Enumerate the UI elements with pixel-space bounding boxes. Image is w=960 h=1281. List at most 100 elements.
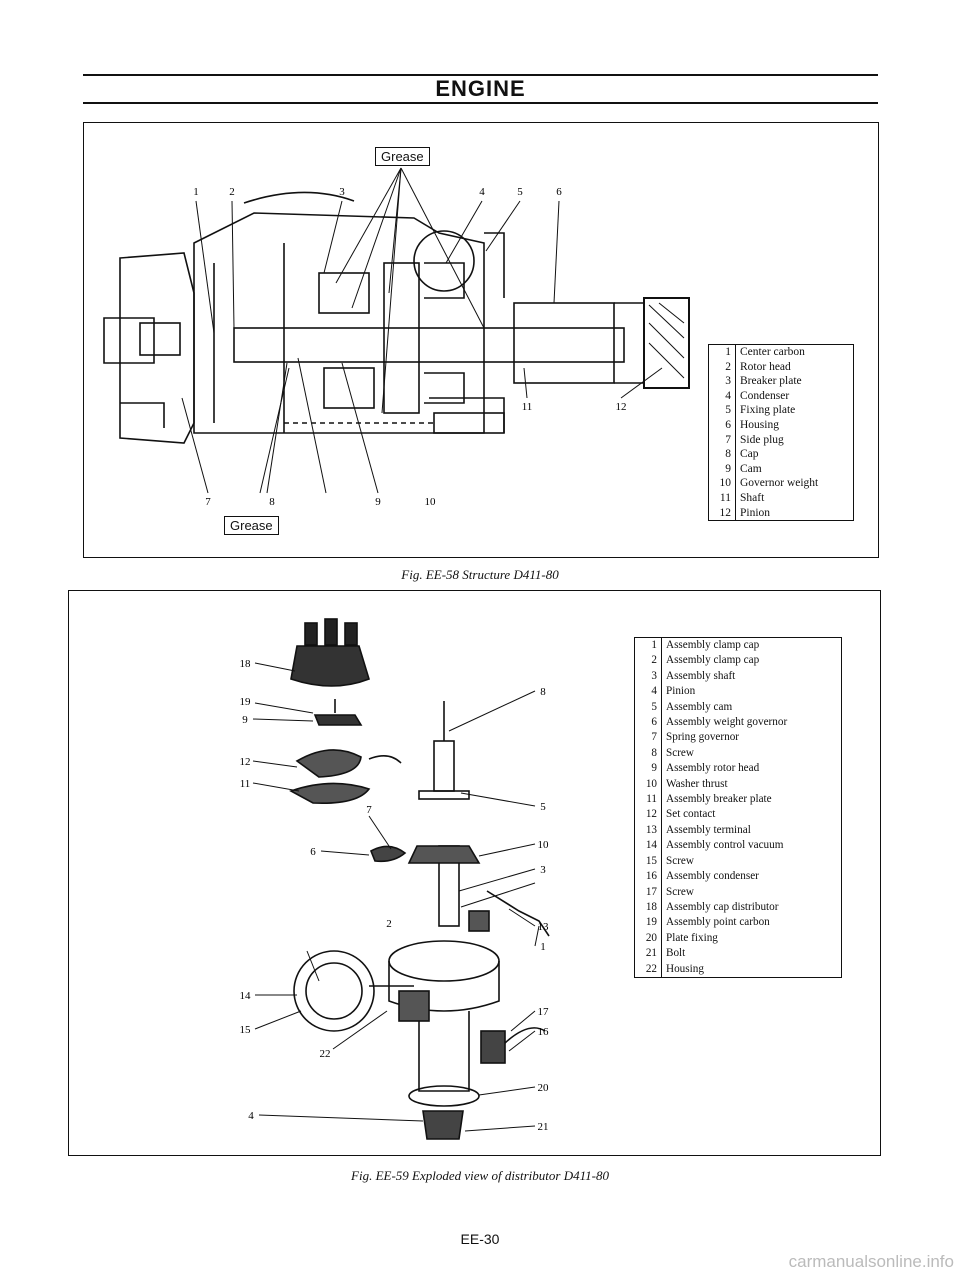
structure-drawing: 1 2 3 4 5 6 7 8 9 10 11 12 (103, 167, 690, 508)
legend-number: 9 (634, 761, 662, 777)
legend-label: Breaker plate (740, 375, 802, 388)
callout-9: 9 (242, 714, 248, 726)
legend-label: Screw (666, 885, 694, 898)
legend-number: 3 (708, 374, 736, 389)
legend-row: 13 Assembly terminal (634, 822, 842, 839)
callout-4: 4 (479, 186, 485, 198)
callout-2: 2 (229, 186, 235, 198)
legend-label: Assembly shaft (666, 669, 736, 682)
legend-label: Housing (740, 418, 779, 431)
legend-label: Assembly rotor head (666, 762, 760, 775)
callout-1: 1 (193, 186, 199, 198)
figure-caption-structure: Fig. EE-58 Structure D411-80 (401, 567, 559, 582)
legend-label: Cap (740, 448, 759, 461)
legend-number: 8 (634, 745, 662, 762)
callout-1: 1 (540, 941, 546, 953)
legend-label: Screw (666, 854, 694, 867)
legend-number: 18 (634, 899, 662, 916)
legend-number: 19 (634, 915, 662, 931)
legend-number: 21 (634, 946, 662, 962)
legend-label: Pinion (740, 506, 771, 519)
legend-number: 4 (708, 388, 736, 404)
legend-row: 12 Set contact (634, 807, 842, 823)
legend-label: Washer thrust (666, 777, 728, 790)
legend-label: Bolt (666, 947, 686, 960)
page-number: EE-30 (460, 1231, 500, 1247)
callout-3: 3 (540, 864, 546, 876)
grease-label-bottom: Grease (224, 516, 279, 535)
structure-callouts: 1 2 3 4 5 6 7 8 9 10 11 12 (193, 186, 626, 508)
legend-label: Set contact (666, 808, 716, 821)
callout-20: 20 (538, 1082, 550, 1094)
legend-number: 22 (634, 961, 662, 978)
legend-label: Pinion (666, 685, 696, 698)
legend-row: 2 Rotor head (708, 359, 854, 375)
exploded-callouts: 18 19 9 12 11 8 5 7 6 10 3 2 13 1 14 15 … (240, 658, 550, 1133)
legend-number: 2 (634, 653, 662, 669)
legend-number: 10 (708, 476, 736, 491)
legend-number: 12 (708, 505, 736, 521)
legend-label: Side plug (740, 433, 784, 446)
legend-row: 5 Assembly cam (634, 699, 842, 716)
legend-label: Assembly terminal (666, 823, 751, 836)
legend-label: Center carbon (740, 346, 805, 358)
callout-6: 6 (556, 186, 562, 198)
callout-11: 11 (240, 778, 251, 790)
legend-number: 2 (708, 359, 736, 375)
callout-6: 6 (310, 846, 316, 858)
legend-number: 6 (708, 417, 736, 433)
figure-caption-exploded: Fig. EE-59 Exploded view of distributor … (351, 1168, 609, 1183)
watermark: carmanualsonline.info (788, 1252, 954, 1271)
legend-number: 4 (634, 684, 662, 700)
legend-label: Assembly condenser (666, 870, 759, 883)
figure-structure: 1 2 3 4 5 6 7 8 9 10 11 12 Grease Grease… (83, 122, 879, 558)
callout-19: 19 (240, 696, 252, 708)
legend-number: 12 (634, 807, 662, 823)
callout-5: 5 (517, 186, 523, 198)
legend-number: 13 (634, 822, 662, 839)
legend-number: 14 (634, 838, 662, 854)
callout-21: 21 (538, 1121, 549, 1133)
legend-row: 21 Bolt (634, 946, 842, 962)
legend-number: 5 (634, 699, 662, 716)
callout-8: 8 (540, 686, 546, 698)
legend-number: 5 (708, 403, 736, 418)
legend-label: Housing (666, 962, 704, 975)
exploded-drawing: 18 19 9 12 11 8 5 7 6 10 3 2 13 1 14 15 … (240, 618, 550, 1140)
legend-label: Fixing plate (740, 404, 796, 417)
legend-label: Cam (740, 462, 762, 475)
callout-2: 2 (386, 918, 392, 930)
legend-number: 9 (708, 461, 736, 477)
legend-number: 15 (634, 853, 662, 870)
legend-label: Assembly cap distributor (666, 900, 779, 913)
legend-label: Assembly breaker plate (666, 793, 772, 806)
legend-label: Spring governor (666, 731, 740, 744)
legend-row: 9 Assembly rotor head (634, 761, 842, 777)
legend-label: Screw (666, 746, 694, 759)
legend-label: Assembly weight governor (666, 716, 788, 729)
legend-number: 11 (708, 490, 736, 506)
legend-label: Assembly clamp cap (666, 654, 760, 667)
legend-number: 1 (634, 637, 662, 654)
legend-label: Rotor head (740, 360, 791, 373)
figure-exploded: 18 19 9 12 11 8 5 7 6 10 3 2 13 1 14 15 … (68, 590, 881, 1156)
legend-label: Assembly cam (666, 700, 733, 713)
legend-number: 1 (708, 344, 736, 360)
callout-11: 11 (522, 401, 533, 413)
legend-label: Plate fixing (666, 931, 718, 944)
callout-10: 10 (425, 496, 437, 508)
legend-label: Governor weight (740, 477, 819, 490)
legend-row: 4 Pinion (634, 684, 842, 700)
legend-row: 9 Cam (708, 461, 854, 477)
callout-14: 14 (240, 990, 252, 1002)
